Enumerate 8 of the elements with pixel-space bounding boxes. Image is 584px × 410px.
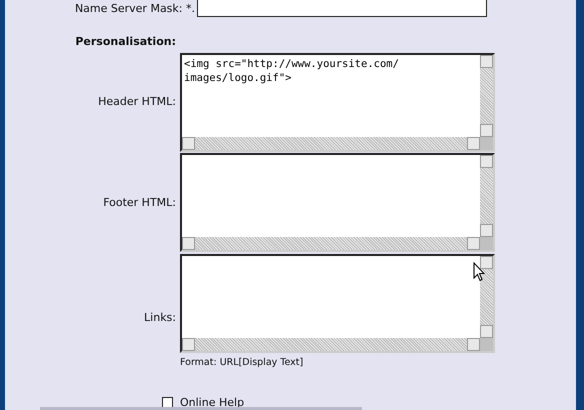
text-area: <img src="http://www.yoursite.com/ images/logo.gif"> [180,53,495,152]
field-label: Header HTML: [98,95,176,108]
checkbox-label: Online Help [180,396,244,409]
help-text: Format: URL[Display Text] [180,356,304,369]
field-label: Name Server Mask: *. [74,2,195,15]
field-label: Links: [144,311,176,324]
section-heading: Personalisation: [75,35,176,48]
field-label: Footer HTML: [103,196,176,209]
